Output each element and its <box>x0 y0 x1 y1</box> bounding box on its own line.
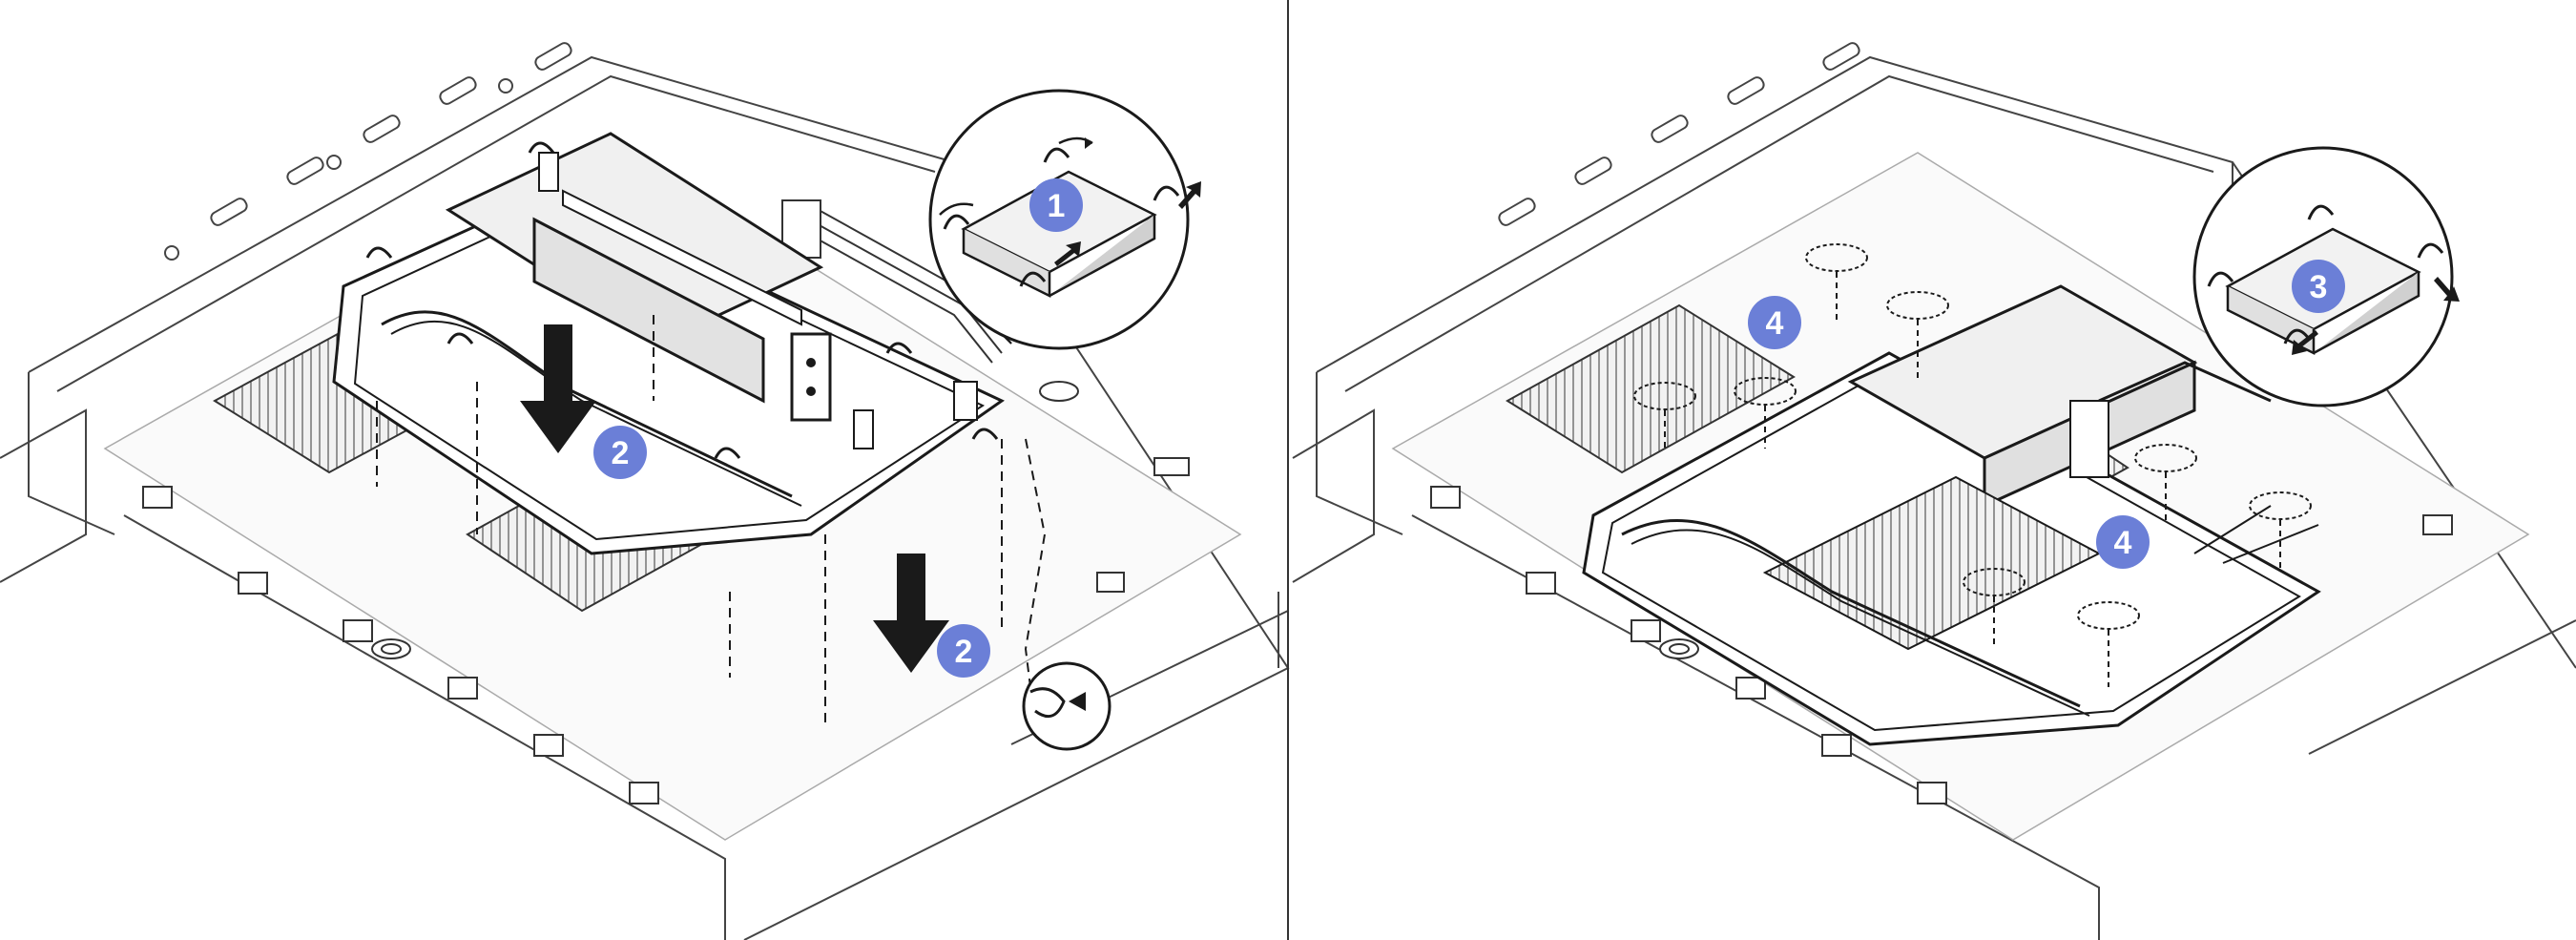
right-dimm-bank-1 <box>1506 303 1796 474</box>
badge-label: 2 <box>955 634 973 670</box>
badge-label: 4 <box>1766 305 1784 342</box>
rotation-arrow-icon <box>1805 243 1868 272</box>
badge-label: 2 <box>612 435 630 471</box>
step-badge-1: 1 <box>1029 178 1083 232</box>
right-cold-plate-module <box>1582 284 2321 746</box>
rotation-arrow-icon <box>939 202 974 216</box>
badge-label: 4 <box>2114 525 2132 561</box>
left-chassis-slots <box>164 42 572 261</box>
step-badge-3: 3 <box>2292 260 2345 313</box>
badge-circle <box>2292 260 2345 313</box>
left-board-connectors <box>142 381 1190 804</box>
badge-circle <box>1748 296 1801 349</box>
step-badge-4b: 4 <box>2096 515 2150 569</box>
left-alignment-guides <box>376 315 1047 725</box>
badge-circle <box>593 426 647 479</box>
badge-circle <box>937 624 990 678</box>
step-badge-2: 2 <box>593 426 647 479</box>
step-badge-4: 4 <box>1748 296 1801 349</box>
rotation-arrow-icon <box>1633 382 1696 410</box>
right-board-connectors <box>1430 486 2453 804</box>
badge-circle <box>2096 515 2150 569</box>
down-arrow-icon <box>873 554 949 673</box>
clip-icon <box>1022 661 1111 751</box>
rotation-arrow-icon <box>2249 491 2312 520</box>
left-panel: 1 2 2 <box>0 42 1290 940</box>
badge-label: 1 <box>1048 188 1066 224</box>
rotation-arrow-icon <box>1734 377 1797 406</box>
right-panel: 3 4 4 <box>1292 42 2576 940</box>
right-screw-rotation-marks <box>1633 243 2312 687</box>
rotation-arrow-icon <box>1085 137 1092 149</box>
rotation-arrow-icon <box>1886 291 1949 320</box>
right-chassis-slots <box>1498 42 1860 226</box>
badge-label: 3 <box>2310 269 2328 305</box>
down-arrow-icon <box>520 324 596 453</box>
right-chassis <box>1292 55 2576 940</box>
rotation-arrow-icon <box>1963 568 2025 596</box>
rotation-arrow-icon <box>2077 601 2140 630</box>
badge-circle <box>1029 178 1083 232</box>
rotation-arrow-icon <box>2134 444 2197 472</box>
step-badge-2b: 2 <box>937 624 990 678</box>
